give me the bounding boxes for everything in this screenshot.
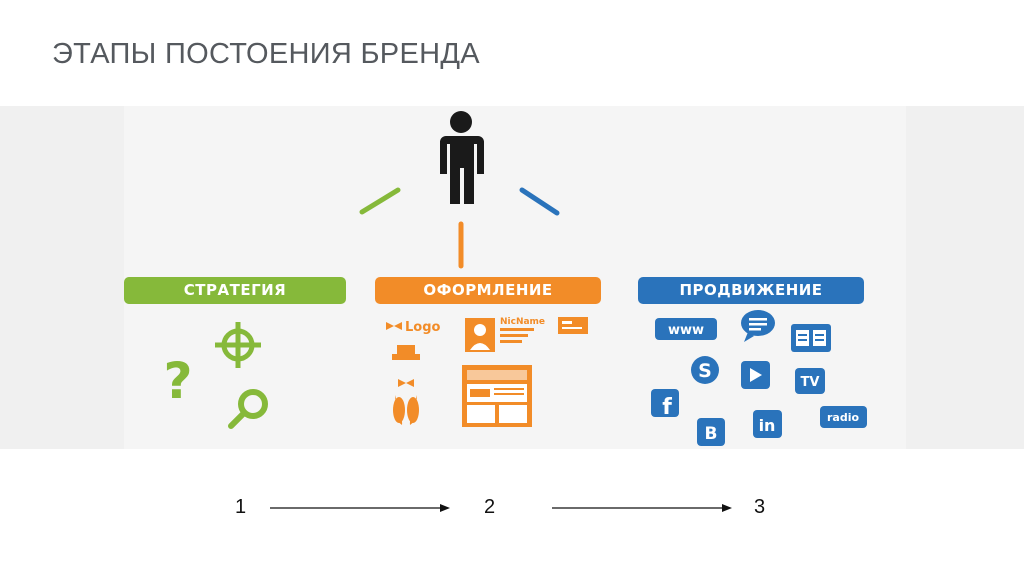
step-3: 3	[754, 496, 766, 518]
crosshair-icon	[215, 322, 261, 368]
stage-promotion-label: ПРОДВИЖЕНИЕ	[638, 277, 864, 304]
person-icon	[440, 111, 484, 204]
step-1: 1	[235, 496, 247, 518]
www-label: www	[668, 323, 704, 338]
connector-promotion	[519, 187, 560, 216]
slide-title: ЭТАПЫ ПОСТОЕНИЯ БРЕНДА	[52, 38, 480, 70]
tv-icon: TV	[795, 368, 825, 394]
svg-text:?: ?	[163, 352, 192, 410]
youtube-icon	[741, 361, 770, 389]
chat-icon	[741, 310, 775, 342]
business-card-icon	[558, 317, 588, 334]
id-card-icon: NicName	[465, 317, 545, 352]
magnifier-icon	[228, 389, 268, 429]
stage-strategy-label: СТРАТЕГИЯ	[124, 277, 346, 304]
facebook-icon: f	[651, 389, 679, 420]
arrow-1-to-2	[270, 504, 450, 512]
stage-design-label: ОФОРМЛЕНИЕ	[375, 277, 601, 304]
logo-icon: Logo	[386, 320, 441, 335]
vk-label: B	[705, 424, 718, 444]
connector-strategy	[359, 187, 401, 215]
tv-label: TV	[801, 375, 820, 390]
logo-label: Logo	[405, 320, 441, 335]
nickname-label: NicName	[500, 317, 545, 327]
radio-icon: radio	[820, 406, 867, 428]
radio-label: radio	[827, 411, 859, 424]
vk-icon: B	[697, 418, 725, 446]
skype-label: S	[698, 360, 712, 382]
step-2: 2	[484, 496, 496, 518]
linkedin-icon: in	[753, 410, 782, 438]
question-icon: ?	[163, 352, 192, 410]
webpage-icon	[462, 365, 532, 427]
linkedin-label: in	[759, 416, 776, 435]
facebook-label: f	[662, 395, 672, 420]
mascot-icon	[392, 345, 420, 425]
skype-icon: S	[691, 356, 719, 384]
arrow-2-to-3	[552, 504, 732, 512]
www-icon: www	[655, 318, 717, 340]
news-icon	[791, 324, 831, 352]
